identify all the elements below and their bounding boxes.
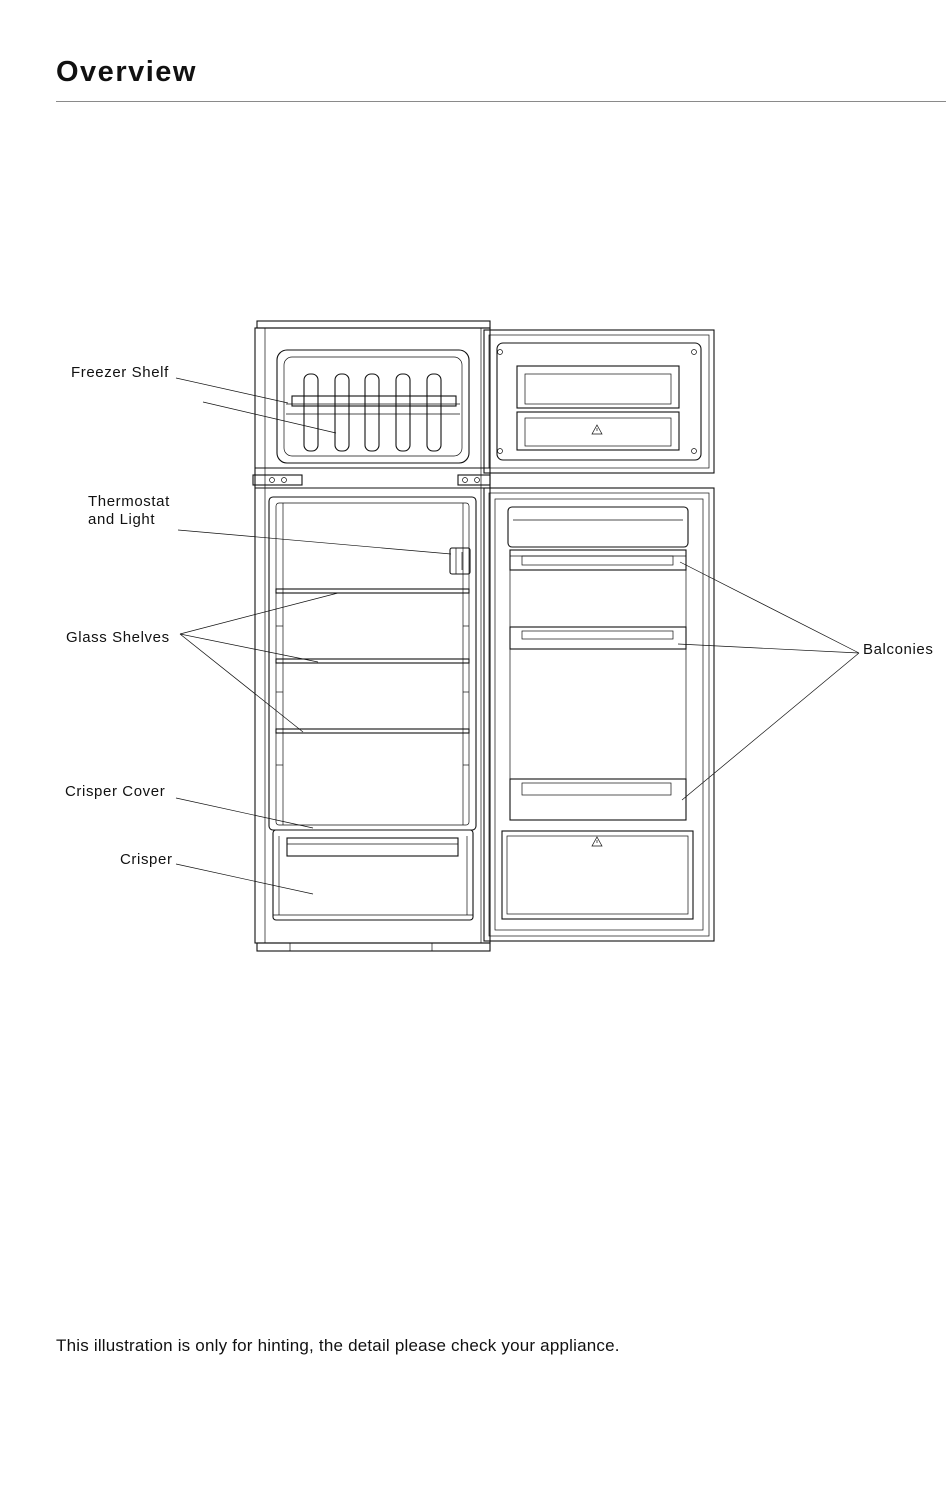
triangle-warning-icon bbox=[592, 425, 602, 434]
triangle-warning-icon bbox=[592, 837, 602, 846]
thermostat-unit bbox=[450, 548, 470, 574]
label-glass-shelves: Glass Shelves bbox=[66, 629, 170, 647]
fridge-door bbox=[484, 488, 714, 941]
label-balconies: Balconies bbox=[863, 641, 933, 659]
leader-lines bbox=[176, 378, 859, 894]
freezer-door bbox=[484, 330, 714, 473]
freezer-shelf-grille bbox=[286, 374, 460, 451]
label-crisper: Crisper bbox=[120, 851, 173, 869]
disclaimer-note: This illustration is only for hinting, t… bbox=[56, 1336, 620, 1356]
label-freezer-shelf: Freezer Shelf bbox=[71, 364, 169, 382]
label-thermostat: Thermostat bbox=[88, 493, 170, 511]
label-crisper-cover: Crisper Cover bbox=[65, 783, 165, 801]
cabinet bbox=[253, 321, 490, 951]
crisper-drawer bbox=[273, 830, 473, 920]
glass-shelves bbox=[276, 589, 469, 733]
shelf-rail-notches bbox=[276, 626, 469, 765]
label-thermostat-light: and Light bbox=[88, 511, 155, 529]
